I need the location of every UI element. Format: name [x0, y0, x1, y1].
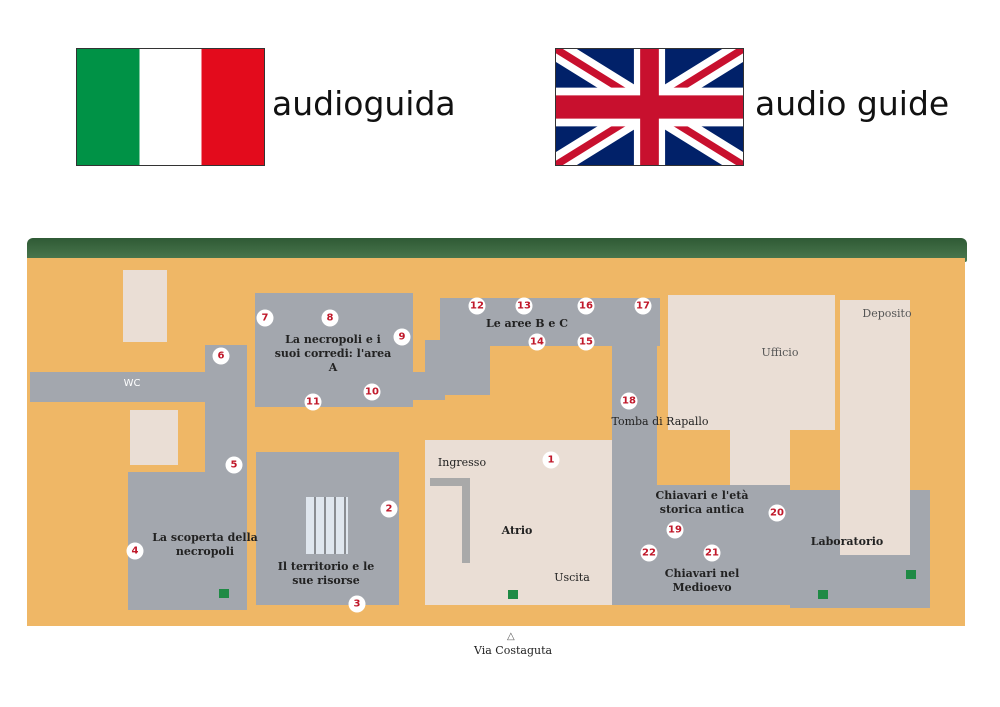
audio-marker-7[interactable]: 7: [256, 309, 274, 327]
italian-audioguide-link[interactable]: audioguida: [272, 84, 456, 123]
room-top-left: [123, 270, 167, 342]
room-aree-bc-lower: [425, 340, 490, 395]
atrio-counter-side: [462, 478, 470, 563]
atrio-counter: [430, 478, 470, 486]
room-label-aree-bc: Le aree B e C: [485, 317, 569, 330]
room-label-territorio: Il territorio e le sue risorse: [277, 560, 375, 587]
english-audioguide-link[interactable]: audio guide: [755, 84, 950, 123]
audio-marker-20[interactable]: 20: [768, 504, 786, 522]
room-atrio: [425, 440, 612, 605]
audio-marker-21[interactable]: 21: [703, 544, 721, 562]
audio-marker-8[interactable]: 8: [321, 309, 339, 327]
audio-marker-9[interactable]: 9: [393, 328, 411, 346]
room-label-scoperta: La scoperta della necropoli: [152, 531, 258, 558]
entrance-label: Ingresso: [437, 456, 487, 469]
museum-grid-display: [306, 497, 348, 554]
wc-label: WC: [123, 378, 141, 389]
emergency-exit-icon: [508, 590, 518, 599]
room-label-chiavari-medioevo: Chiavari nel Medioevo: [664, 567, 740, 594]
street-label: Via Costaguta: [473, 644, 553, 657]
room-label-deposito: Deposito: [862, 307, 912, 320]
street-triangle-icon: △: [507, 631, 515, 642]
emergency-exit-icon: [906, 570, 916, 579]
emergency-exit-icon: [818, 590, 828, 599]
audio-marker-17[interactable]: 17: [634, 297, 652, 315]
audio-marker-1[interactable]: 1: [542, 451, 560, 469]
audio-marker-5[interactable]: 5: [225, 456, 243, 474]
audio-marker-22[interactable]: 22: [640, 544, 658, 562]
audio-marker-11[interactable]: 11: [304, 393, 322, 411]
audio-marker-4[interactable]: 4: [126, 542, 144, 560]
audio-marker-10[interactable]: 10: [363, 383, 381, 401]
room-label-chiavari-antica: Chiavari e l'età storica antica: [655, 489, 749, 516]
room-label-laboratorio: Laboratorio: [810, 535, 884, 548]
room-scoperta: [128, 472, 246, 610]
audio-marker-13[interactable]: 13: [515, 297, 533, 315]
room-ufficio: [668, 295, 835, 430]
uk-flag[interactable]: [555, 48, 744, 166]
room-label-atrio: Atrio: [501, 524, 533, 537]
audio-marker-14[interactable]: 14: [528, 333, 546, 351]
audio-marker-19[interactable]: 19: [666, 521, 684, 539]
room-label-ufficio: Ufficio: [761, 346, 799, 359]
room-chiavari: [612, 485, 790, 605]
audio-marker-2[interactable]: 2: [380, 500, 398, 518]
room-ufficio-lower: [730, 430, 790, 485]
audio-marker-16[interactable]: 16: [577, 297, 595, 315]
room-left-lower: [130, 410, 178, 465]
emergency-exit-icon: [219, 589, 229, 598]
audio-marker-18[interactable]: 18: [620, 392, 638, 410]
audio-marker-3[interactable]: 3: [348, 595, 366, 613]
room-label-tomba: Tomba di Rapallo: [611, 415, 709, 428]
exit-label: Uscita: [554, 571, 590, 584]
corridor-tomba: [612, 340, 657, 490]
audio-marker-15[interactable]: 15: [577, 333, 595, 351]
audio-marker-12[interactable]: 12: [468, 297, 486, 315]
audio-marker-6[interactable]: 6: [212, 347, 230, 365]
room-deposito: [840, 300, 910, 555]
italian-flag[interactable]: [76, 48, 265, 166]
room-label-necropoli-a: La necropoli e i suoi corredi: l'area A: [274, 333, 392, 374]
